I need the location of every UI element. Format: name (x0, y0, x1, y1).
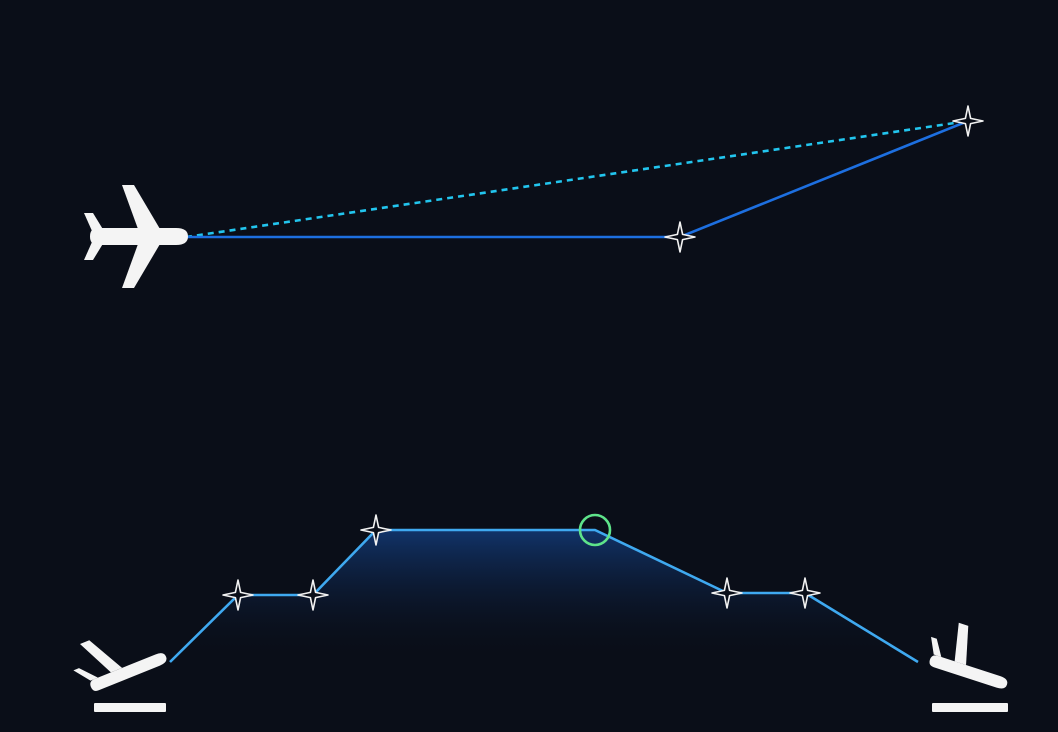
vertical-profile (73, 513, 1008, 712)
direct-route-line (185, 119, 969, 239)
top-of-descent-circle (578, 513, 612, 547)
waypoint-star-icon (952, 105, 984, 137)
airplane-icon (84, 185, 188, 288)
departure-icon (73, 640, 167, 712)
profile-area (170, 530, 918, 662)
waypoint-star-icon (664, 221, 696, 253)
arrival-icon (929, 622, 1008, 712)
lateral-view (84, 105, 984, 288)
